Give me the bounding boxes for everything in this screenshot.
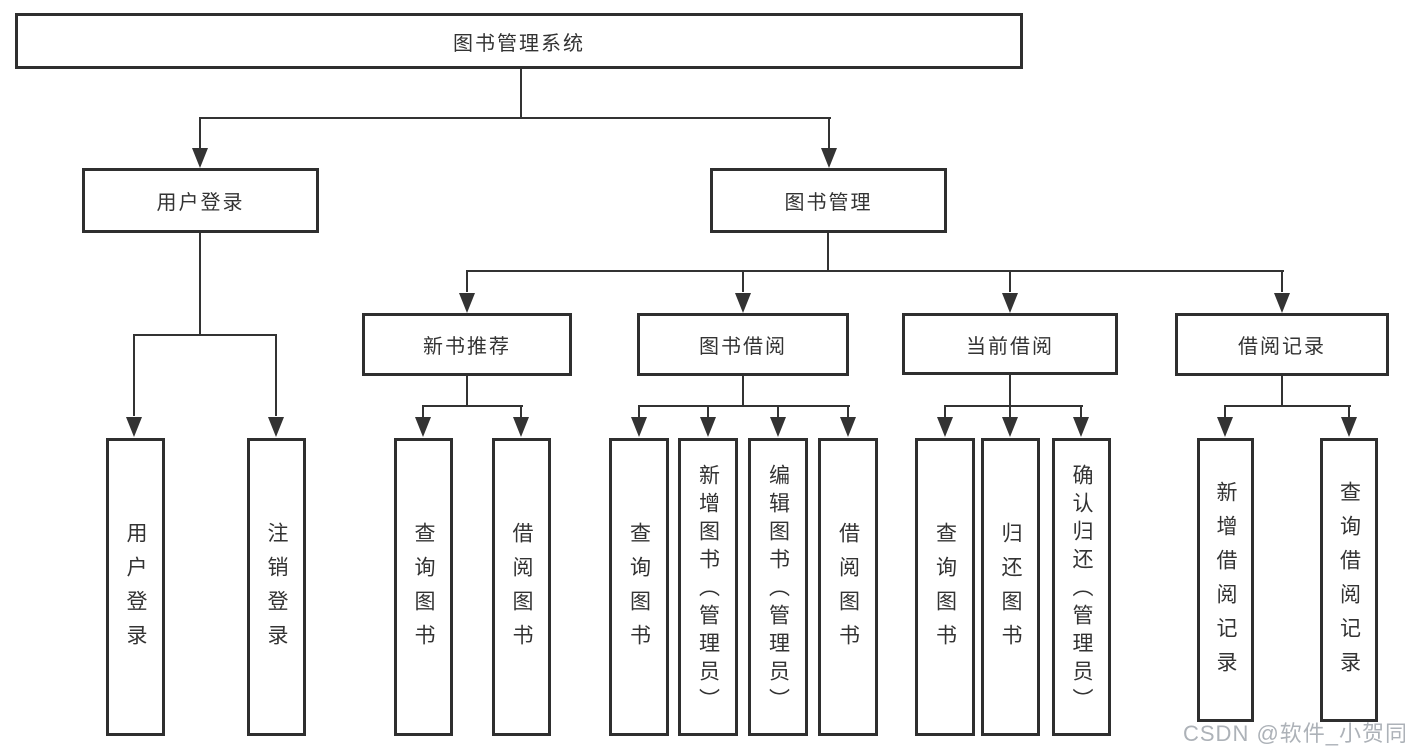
arrow-down-leaf-user-login xyxy=(126,417,142,437)
leaf-add-borrow-record: 新增借阅记录 xyxy=(1197,438,1254,722)
leaf-return-book: 归还图书 xyxy=(981,438,1040,736)
arrow-down-br-add xyxy=(1217,417,1233,437)
node-user-login-label: 用户登录 xyxy=(156,192,245,214)
leaf-add-book-admin: 新增图书（管理员） xyxy=(678,438,738,736)
leaf-user-login: 用户登录 xyxy=(106,438,165,736)
connector-drop-rec-query xyxy=(422,407,424,417)
connector-drop-rec-borrow xyxy=(520,407,522,417)
connector-branch-recommend xyxy=(422,405,523,407)
connector-drop-current-borrow xyxy=(1009,272,1011,292)
connector-branch-current-borrow xyxy=(944,405,1083,407)
leaf-query-book-recommend: 查询图书 xyxy=(394,438,453,736)
node-book-borrow: 图书借阅 xyxy=(637,313,849,376)
arrow-down-cb-return xyxy=(1002,417,1018,437)
node-current-borrow-label: 当前借阅 xyxy=(966,335,1054,358)
node-new-book-recommend-label: 新书推荐 xyxy=(423,336,511,358)
node-book-mgmt: 图书管理 xyxy=(710,168,947,233)
connector-book-mgmt-stem xyxy=(827,233,829,271)
connector-book-borrow-stem xyxy=(742,376,744,406)
leaf-return-book-label: 归还图书 xyxy=(999,522,1022,658)
connector-borrow-record-stem xyxy=(1281,376,1283,406)
connector-drop-cb-confirm xyxy=(1080,407,1082,417)
leaf-edit-book-admin: 编辑图书（管理员） xyxy=(748,438,808,736)
watermark: CSDN @软件_小贺同学 xyxy=(1183,721,1405,746)
arrow-down-br-query xyxy=(1341,417,1357,437)
leaf-query-book-recommend-label: 查询图书 xyxy=(412,522,435,658)
connector-drop-book-mgmt xyxy=(828,119,830,149)
connector-drop-br-query xyxy=(1348,407,1350,417)
arrow-down-new-book-rec xyxy=(459,293,475,313)
connector-root-branch xyxy=(199,117,831,119)
arrow-down-cb-query xyxy=(937,417,953,437)
connector-drop-bb-borrow xyxy=(847,407,849,417)
arrow-down-book-mgmt xyxy=(821,148,837,168)
arrow-down-bb-add xyxy=(700,417,716,437)
leaf-user-login-label: 用户登录 xyxy=(124,522,147,658)
connector-root-stem xyxy=(520,69,522,118)
node-current-borrow: 当前借阅 xyxy=(902,313,1118,375)
arrow-down-user-login xyxy=(192,148,208,168)
connector-drop-bb-query xyxy=(638,407,640,417)
leaf-query-book-borrow: 查询图书 xyxy=(609,438,669,736)
node-root: 图书管理系统 xyxy=(15,13,1023,69)
leaf-logout-label: 注销登录 xyxy=(265,522,288,658)
node-user-login: 用户登录 xyxy=(82,168,319,233)
connector-drop-cb-return xyxy=(1009,407,1011,417)
arrow-down-borrow-record xyxy=(1274,293,1290,313)
arrow-down-bb-edit xyxy=(770,417,786,437)
leaf-borrow-book-recommend: 借阅图书 xyxy=(492,438,551,736)
node-borrow-records: 借阅记录 xyxy=(1175,313,1389,376)
arrow-down-rec-query xyxy=(415,417,431,437)
connector-drop-bb-edit xyxy=(777,407,779,417)
connector-user-login-branch xyxy=(133,334,277,336)
arrow-down-book-borrow xyxy=(735,293,751,313)
node-borrow-records-label: 借阅记录 xyxy=(1238,336,1326,358)
node-new-book-recommend: 新书推荐 xyxy=(362,313,572,376)
leaf-query-book-current: 查询图书 xyxy=(915,438,975,736)
node-book-borrow-label: 图书借阅 xyxy=(699,336,787,358)
connector-drop-book-borrow xyxy=(742,272,744,292)
leaf-query-borrow-record-label: 查询借阅记录 xyxy=(1337,481,1361,685)
leaf-query-book-borrow-label: 查询图书 xyxy=(627,522,651,658)
arrow-down-current-borrow xyxy=(1002,293,1018,313)
connector-current-borrow-stem xyxy=(1009,375,1011,406)
connector-branch-borrow-record xyxy=(1224,405,1351,407)
leaf-confirm-return-admin-label: 确认归还（管理员） xyxy=(1070,464,1093,716)
arrow-down-leaf-logout xyxy=(268,417,284,437)
arrow-down-bb-query xyxy=(631,417,647,437)
leaf-borrow-book: 借阅图书 xyxy=(818,438,878,736)
connector-drop-bb-add xyxy=(707,407,709,417)
connector-drop-leaf-user-login xyxy=(133,336,135,416)
connector-drop-leaf-logout xyxy=(275,336,277,416)
connector-drop-br-add xyxy=(1224,407,1226,417)
leaf-edit-book-admin-label: 编辑图书（管理员） xyxy=(766,464,790,716)
leaf-logout: 注销登录 xyxy=(247,438,306,736)
connector-drop-new-book-rec xyxy=(466,272,468,292)
arrow-down-bb-borrow xyxy=(840,417,856,437)
leaf-borrow-book-recommend-label: 借阅图书 xyxy=(510,522,533,658)
leaf-add-book-admin-label: 新增图书（管理员） xyxy=(696,464,720,716)
leaf-borrow-book-label: 借阅图书 xyxy=(836,522,860,658)
leaf-confirm-return-admin: 确认归还（管理员） xyxy=(1052,438,1111,736)
connector-user-login-stem xyxy=(199,233,201,335)
connector-branch-book-borrow xyxy=(638,405,850,407)
arrow-down-cb-confirm xyxy=(1073,417,1089,437)
leaf-query-book-current-label: 查询图书 xyxy=(933,522,957,658)
leaf-add-borrow-record-label: 新增借阅记录 xyxy=(1214,481,1237,685)
connector-drop-user-login xyxy=(199,119,201,149)
arrow-down-rec-borrow xyxy=(513,417,529,437)
leaf-query-borrow-record: 查询借阅记录 xyxy=(1320,438,1378,722)
connector-book-mgmt-branch xyxy=(466,270,1284,272)
node-root-label: 图书管理系统 xyxy=(453,32,585,55)
connector-drop-borrow-record xyxy=(1281,272,1283,292)
node-book-mgmt-label: 图书管理 xyxy=(784,192,873,214)
connector-new-book-rec-stem xyxy=(466,376,468,406)
connector-drop-cb-query xyxy=(944,407,946,417)
